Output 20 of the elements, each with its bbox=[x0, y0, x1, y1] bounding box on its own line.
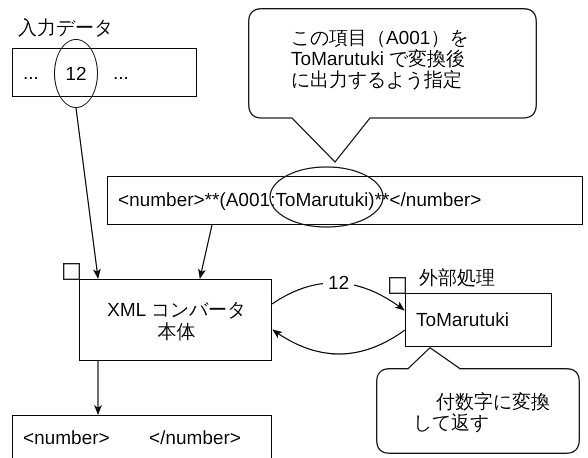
box-text: XML コンバータ本体 bbox=[106, 300, 247, 344]
box-text: ToMarutuki bbox=[416, 310, 509, 331]
highlight-ellipse bbox=[54, 39, 98, 108]
box-heading: 外部処理 bbox=[419, 268, 495, 289]
box-text: </number> bbox=[149, 428, 241, 449]
callout-text: この項目（A001）をToMarutuki で変換後に出力するよう指定 bbox=[291, 28, 470, 91]
arrow bbox=[198, 224, 213, 279]
callout-text: 付数字に変換して返す bbox=[413, 392, 551, 434]
ellipse-label: 12 bbox=[64, 64, 88, 84]
box-text: ... bbox=[113, 63, 129, 84]
converter-box bbox=[79, 279, 272, 361]
output-box bbox=[12, 415, 272, 458]
speech-bubble bbox=[376, 347, 580, 454]
box-text: <number> bbox=[23, 428, 110, 449]
box-heading: 入力データ bbox=[18, 18, 113, 39]
arrow bbox=[272, 329, 406, 355]
box-text: ... bbox=[23, 63, 39, 84]
arrow bbox=[75, 108, 101, 279]
speech-bubble bbox=[248, 8, 537, 162]
arrow bbox=[94, 361, 102, 415]
